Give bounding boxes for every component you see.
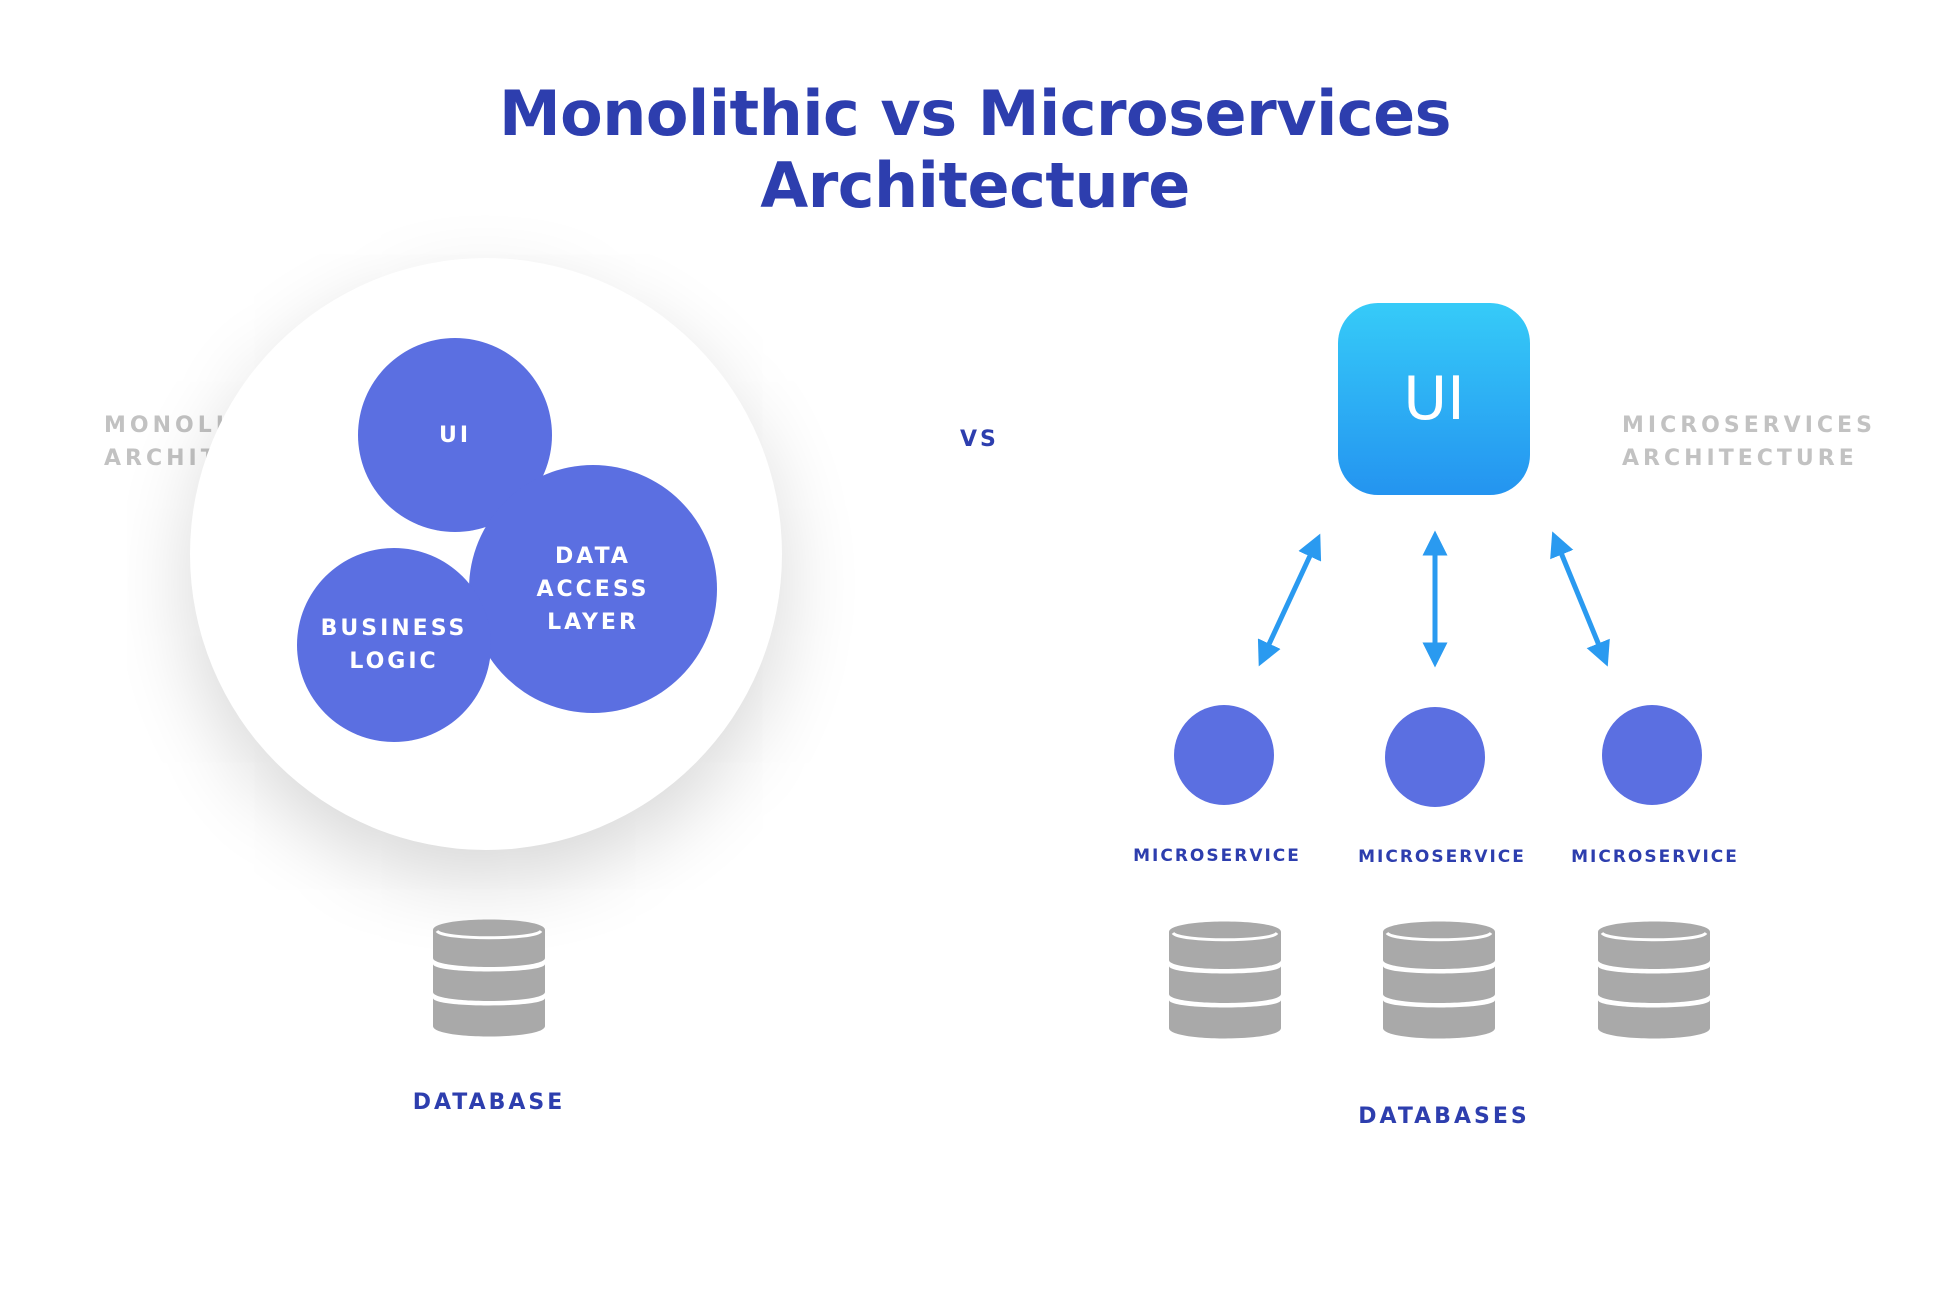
microservices-ui-label: UI bbox=[1403, 364, 1465, 434]
microservices-architecture-label: MICROSERVICES ARCHITECTURE bbox=[1622, 409, 1876, 475]
data-access-layer-bubble: DATA ACCESS LAYER bbox=[469, 465, 717, 713]
microservices-label-line-1: MICROSERVICES bbox=[1622, 413, 1876, 438]
double-headed-arrow-left bbox=[1257, 533, 1322, 667]
monolith-ui-label: UI bbox=[438, 422, 472, 448]
title-line-2: Architecture bbox=[760, 149, 1190, 222]
microservice-label-1: MICROSERVICE bbox=[1133, 846, 1301, 866]
microservices-ui-box: UI bbox=[1338, 303, 1530, 495]
microservice-node-2 bbox=[1385, 707, 1485, 807]
database-label: DATABASE bbox=[412, 1090, 566, 1115]
microservice-node-1 bbox=[1174, 705, 1274, 805]
database-icon bbox=[1169, 920, 1281, 1040]
title-line-1: Monolithic vs Microservices bbox=[498, 77, 1452, 150]
business-logic-label: BUSINESS LOGIC bbox=[320, 616, 468, 674]
vs-label: VS bbox=[960, 427, 999, 452]
microservice-label-2: MICROSERVICE bbox=[1358, 847, 1526, 867]
database-icon bbox=[1598, 920, 1710, 1040]
double-headed-arrow-right bbox=[1550, 531, 1610, 667]
microservice-node-3 bbox=[1602, 705, 1702, 805]
database-icon bbox=[1383, 920, 1495, 1040]
page-title: Monolithic vs Microservices Architecture bbox=[0, 78, 1950, 222]
data-access-layer-label: DATA ACCESS LAYER bbox=[536, 543, 650, 635]
business-logic-bubble: BUSINESS LOGIC bbox=[297, 548, 491, 742]
microservice-label-3: MICROSERVICE bbox=[1571, 847, 1739, 867]
databases-label: DATABASES bbox=[1358, 1104, 1530, 1129]
microservices-label-line-2: ARCHITECTURE bbox=[1622, 446, 1858, 471]
